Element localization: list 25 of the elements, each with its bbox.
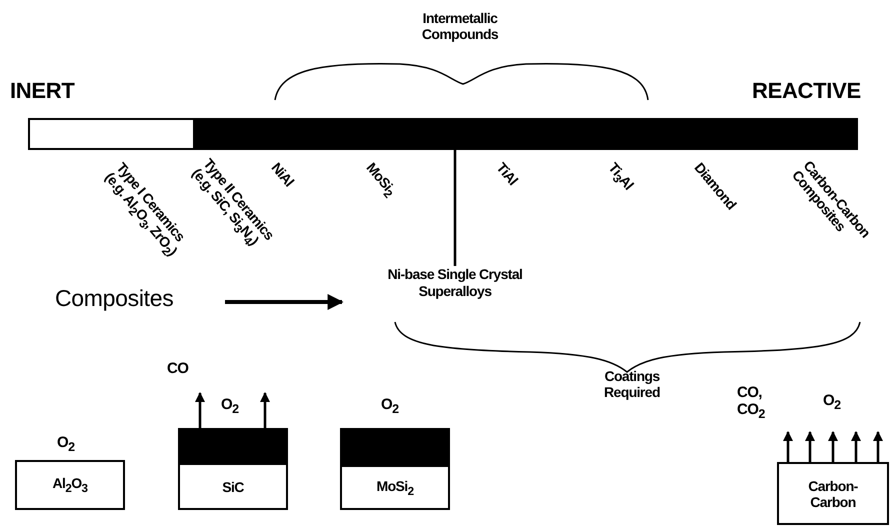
spectrum-bar bbox=[28, 118, 858, 150]
material-box: SiC bbox=[178, 428, 288, 510]
arrow bbox=[828, 431, 838, 462]
gas-label: O$_{2}$ bbox=[57, 434, 74, 454]
arrow bbox=[873, 431, 883, 462]
scale-end-label: INERT bbox=[10, 78, 75, 104]
material-box: Carbon-Carbon bbox=[777, 462, 889, 525]
arrow bbox=[805, 431, 815, 462]
gas-label: O$_{2}$ bbox=[221, 396, 238, 416]
arrow bbox=[783, 431, 793, 462]
caption-text: Ni-base Single Crystal Superalloys bbox=[365, 266, 545, 306]
gas-label: CO, CO$_{2}$ bbox=[737, 384, 766, 422]
gas-label: O$_{2}$ bbox=[823, 392, 840, 412]
gas-label: CO bbox=[167, 360, 188, 378]
category-label: Composites bbox=[55, 285, 174, 312]
scale-end-label: REACTIVE bbox=[752, 78, 861, 104]
gas-label: O$_{2}$ bbox=[381, 396, 398, 416]
group-label: Coatings Required bbox=[603, 368, 661, 400]
arrow bbox=[195, 392, 205, 428]
material-box: MoSi$_{2}$ bbox=[340, 428, 450, 510]
arrow bbox=[260, 392, 270, 428]
arrow bbox=[851, 431, 861, 462]
material-box: Al$_{2}$O$_{3}$ bbox=[15, 460, 125, 510]
leader-line bbox=[454, 150, 456, 266]
group-label: Intermetallic Compounds bbox=[420, 10, 500, 42]
